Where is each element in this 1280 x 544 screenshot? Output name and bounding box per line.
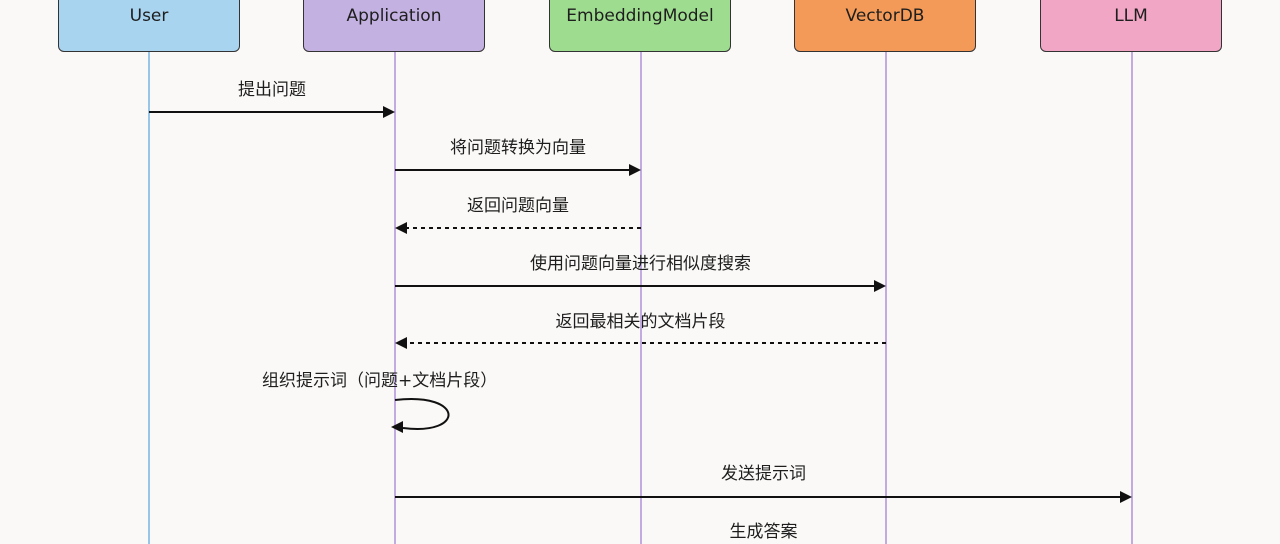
message-label: 发送提示词 — [721, 464, 806, 484]
arrow-head — [383, 106, 395, 118]
participant-vectordb: VectorDB — [794, 0, 976, 52]
arrow-head — [874, 280, 886, 292]
message-label: 返回问题向量 — [467, 196, 569, 216]
arrow-head — [391, 421, 403, 433]
message-label: 生成答案 — [729, 522, 798, 542]
participant-label: User — [129, 6, 169, 26]
participant-label: Application — [346, 6, 442, 26]
participant-llm: LLM — [1040, 0, 1222, 52]
arrow-head — [1120, 491, 1132, 503]
participant-application: Application — [303, 0, 485, 52]
arrow-head — [395, 337, 407, 349]
arrow-head — [395, 222, 407, 234]
participant-label: EmbeddingModel — [566, 6, 714, 26]
participant-label: VectorDB — [845, 6, 925, 26]
participant-embedding-model: EmbeddingModel — [549, 0, 731, 52]
self-message-arrow — [394, 398, 450, 430]
arrow-head — [629, 164, 641, 176]
participant-user: User — [58, 0, 240, 52]
message-label: 将问题转换为向量 — [450, 138, 586, 158]
message-label: 组织提示词（问题+文档片段） — [262, 371, 498, 391]
message-label: 返回最相关的文档片段 — [555, 312, 726, 332]
message-label: 使用问题向量进行相似度搜索 — [530, 254, 751, 274]
message-label: 提出问题 — [238, 80, 306, 100]
participant-label: LLM — [1114, 6, 1148, 26]
